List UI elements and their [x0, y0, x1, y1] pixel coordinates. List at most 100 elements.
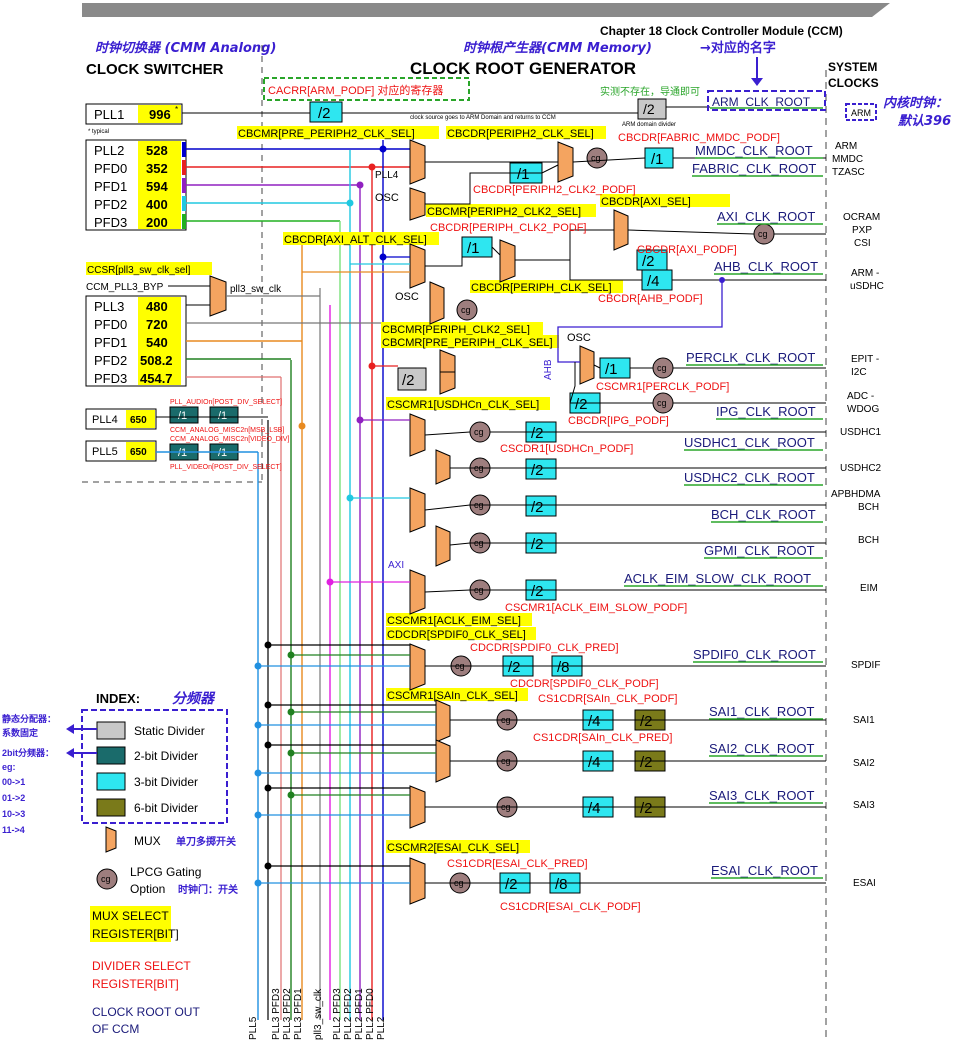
mux-sel-bg — [283, 232, 439, 245]
div-usdhc1-value: /2 — [531, 425, 544, 442]
root-sai2: SAI2_CLK_ROOT — [709, 741, 815, 756]
mux-sel-bg — [381, 322, 543, 335]
sys-sai2: SAI2 — [853, 758, 875, 769]
mux-sel-bg — [386, 840, 530, 853]
system-clock-labels: ARM MMDC TZASC OCRAM PXP CSI ARM - uSDHC… — [831, 141, 884, 889]
legend-div-select-1: DIVIDER SELECT — [92, 959, 191, 973]
sys-epit: EPIT - — [851, 354, 879, 365]
pll2-color-tab — [182, 142, 186, 157]
legend-six-bit-label: 6-bit Divider — [134, 801, 198, 815]
pll2-group-values-bg — [138, 141, 181, 229]
clock-switcher-heading: CLOCK SWITCHER — [86, 61, 224, 78]
mux-pre-periph2 — [409, 139, 426, 185]
div-sel-axi: CBCDR[AXI_PODF] — [637, 244, 737, 256]
pll5-value-bg — [126, 442, 155, 460]
typical-note: * typical — [88, 129, 109, 135]
div-periph-clk2-value: /1 — [467, 240, 480, 257]
bus-label: PLL3 PFD1 — [293, 988, 304, 1040]
div-sai3-pred-value: /4 — [588, 800, 601, 817]
mux-sel-periph-clk2: CBCMR[PERIPH_CLK2_SEL] — [382, 324, 530, 336]
root-sai1: SAI1_CLK_ROOT — [709, 704, 815, 719]
static-divider-pre-periph-value: /2 — [402, 372, 415, 389]
arm-clk-root-label: ARM_CLK_ROOT — [712, 95, 811, 109]
arm-podf-divider — [309, 101, 343, 123]
pll5-value: 650 — [130, 447, 147, 458]
osc-label-1: OSC — [375, 192, 399, 204]
muxes — [409, 139, 629, 905]
legend-root-out-1: CLOCK ROOT OUT — [92, 1005, 200, 1019]
pll2-pfd0-value: 352 — [146, 161, 168, 176]
div-sai1-pred-value: /4 — [588, 713, 601, 730]
eg-line-2: 01->2 — [2, 793, 25, 803]
sys-mmdc: MMDC — [832, 154, 863, 165]
pll2-row-value: 528 — [146, 143, 168, 158]
system-clocks-heading-2: CLOCKS — [828, 76, 879, 90]
pll3-row-value: 480 — [146, 299, 168, 314]
divider-select-labels: CBCDR[FABRIC_MMDC_PODF] CBCDR[PERIPH2_CL… — [430, 132, 780, 913]
cg-perclk-label: cg — [657, 363, 667, 373]
mux-periph — [499, 239, 516, 283]
legend-lpcg-1: LPCG Gating — [130, 865, 201, 879]
pll3-pfd2-value: 508.2 — [140, 353, 173, 368]
two-bit-note: 2bit分频器： — [2, 747, 54, 758]
sys-usdhc: uSDHC — [850, 281, 884, 292]
pll4-reg-top: PLL_AUDIOn[POST_DIV_SELECT] — [170, 399, 282, 406]
ahb-junction — [719, 277, 725, 283]
mux-perclk — [579, 345, 595, 385]
mux-axi-alt — [409, 243, 426, 289]
pll3-pfd0-name: PFD0 — [94, 317, 127, 332]
legend-mux-note: 单刀多掷开关 — [176, 835, 236, 848]
div-bch — [525, 495, 557, 517]
div-sai3-podf-value: /2 — [640, 800, 653, 817]
div-sai2-pred-value: /4 — [588, 754, 601, 771]
pll2-row-name: PLL2 — [94, 143, 124, 158]
sys-pxp: PXP — [852, 225, 872, 236]
chapter-title: Chapter 18 Clock Controller Module (CCM) — [600, 24, 843, 38]
div-sel-sai-pred: CS1CDR[SAIn_CLK_PRED] — [533, 732, 672, 744]
div-gpmi-value: /2 — [531, 536, 544, 553]
sys-sai1: SAI1 — [853, 715, 875, 726]
note-arrow-head — [751, 78, 763, 86]
ccm-pll3-byp: CCM_PLL3_BYP — [86, 282, 164, 293]
pll3-pfd2-name: PFD2 — [94, 353, 127, 368]
legend-two-bit-label: 2-bit Divider — [134, 749, 198, 763]
ahb-loop — [557, 280, 723, 363]
arm-system-box — [845, 103, 877, 121]
div-sel-periph2-clk2: CBCDR[PERIPH2_CLK2_PODF] — [473, 184, 636, 196]
div-esai-pred-value: /2 — [505, 876, 518, 893]
mux-periph2-clk2 — [409, 187, 426, 221]
pll3-pfd1-name: PFD1 — [94, 335, 127, 350]
div-sel-sai-podf: CS1CDR[SAIn_CLK_PODF] — [538, 693, 677, 705]
clock-root-generator-heading: CLOCK ROOT GENERATOR — [410, 59, 636, 78]
div-spdif-pred-value: /2 — [508, 659, 521, 676]
root-ahb: AHB_CLK_ROOT — [714, 259, 818, 274]
div-ahb-value: /4 — [647, 273, 660, 290]
mux-spdif — [409, 643, 426, 691]
legend-root-out-2: OF CCM — [92, 1022, 139, 1036]
legend-static-label: Static Divider — [134, 724, 205, 738]
cg-periph — [456, 299, 478, 321]
mux-sel-bg — [386, 613, 532, 626]
root-mmdc: MMDC_CLK_ROOT — [695, 143, 813, 158]
div-sel-spdif-pred: CDCDR[SPDIF0_CLK_PRED] — [470, 642, 619, 654]
mux-input-wires — [258, 256, 436, 884]
bus-label: pll3_sw_clk — [313, 988, 324, 1040]
mux-sel-axi: CBCDR[AXI_SEL] — [601, 196, 691, 208]
mux-sai3 — [409, 785, 426, 829]
div-sel-usdhc: CSCDR1[USDHCn_PODF] — [500, 443, 633, 455]
eg-line-3: 10->3 — [2, 809, 25, 819]
div-usdhc2 — [525, 458, 557, 480]
mux-axi — [613, 209, 629, 251]
legend-lpcg-note: 时钟门：开关 — [178, 883, 238, 896]
pll4-div2 — [209, 406, 239, 424]
pll3-pfd0-value: 720 — [146, 317, 168, 332]
legend-mux-label: MUX — [134, 834, 161, 848]
mux-periph2 — [557, 141, 574, 183]
osc-label-2: OSC — [395, 291, 419, 303]
pll2-pfd0-name: PFD0 — [94, 161, 127, 176]
ipg-feed — [569, 362, 576, 404]
bottom-bus-labels: PLL5 PLL3 PFD3 PLL3 PFD2 PLL3 PFD1 pll3_… — [248, 988, 387, 1040]
mux-sel-periph: CBCDR[PERIPH_CLK_SEL] — [471, 282, 612, 294]
header-bar — [82, 3, 890, 17]
pll3-group-rows: PLL3 480 PFD0 720 PFD1 540 PFD2 508.2 PF… — [94, 299, 173, 386]
